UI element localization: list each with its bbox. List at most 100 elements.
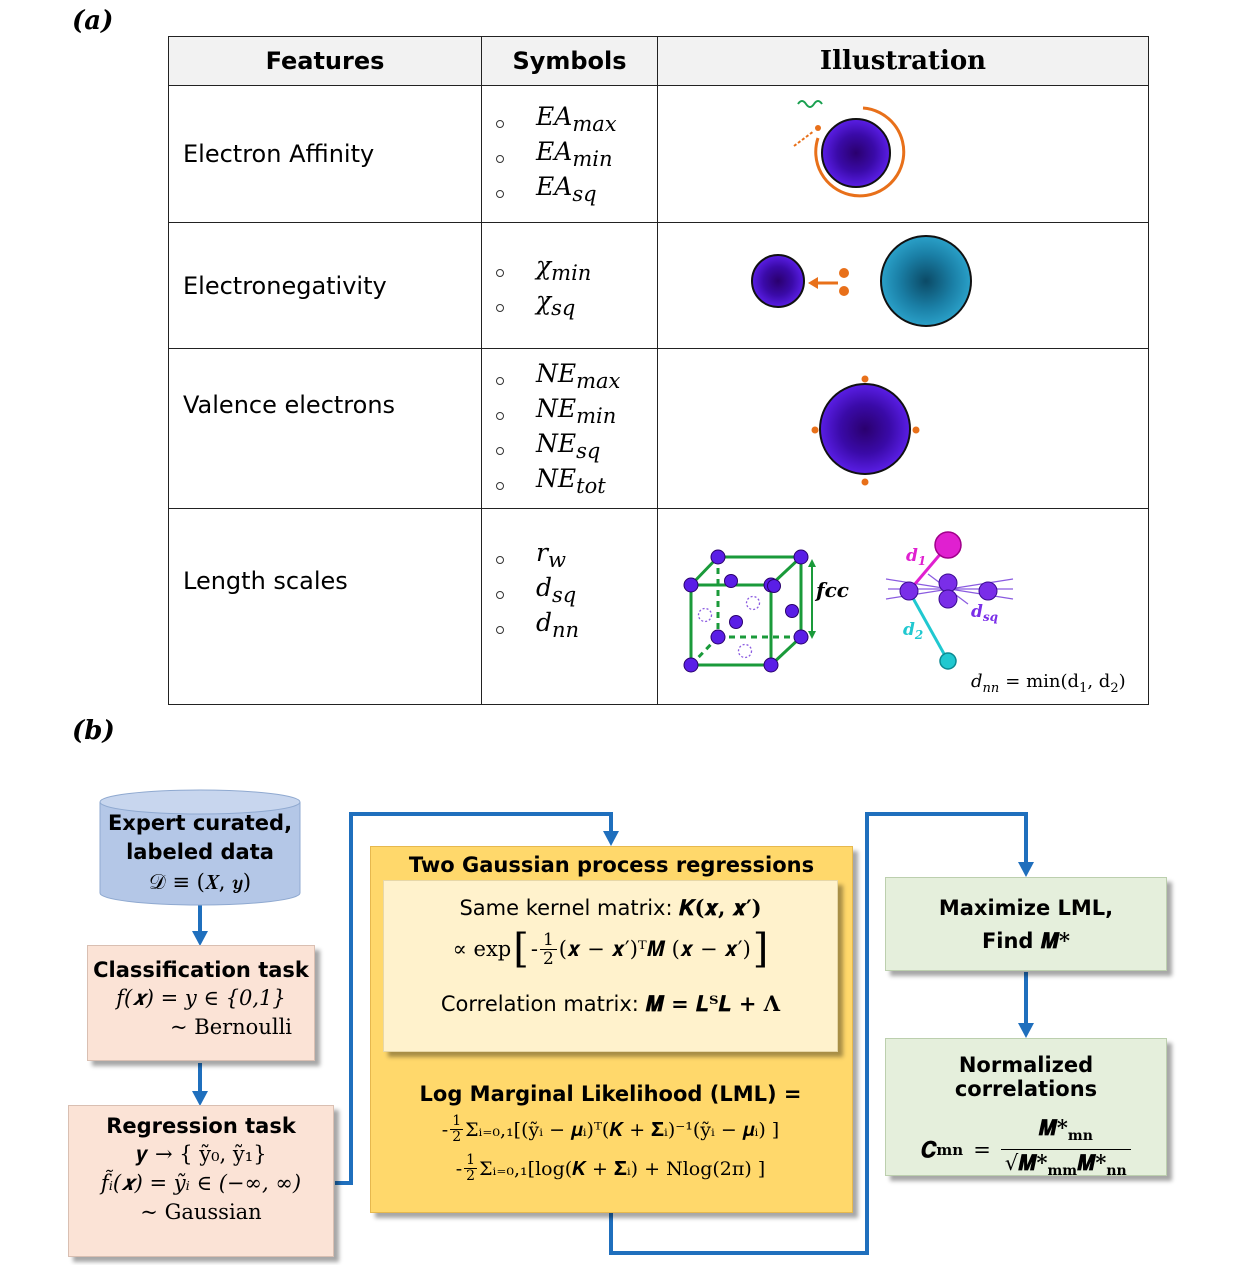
dnn-formula: dnn= min(d1, d2) bbox=[971, 671, 1126, 696]
square-net-atoms-icon bbox=[899, 573, 998, 609]
database-cylinder-icon bbox=[99, 789, 301, 906]
length-scales-illustration: fcc d1 d2 dsq dnn= m bbox=[683, 531, 1126, 696]
classification-formula: f(𝒙) = y ∈ {0,1} bbox=[116, 986, 286, 1010]
small-atom-icon bbox=[751, 254, 805, 308]
valence-illustration bbox=[811, 375, 920, 486]
bullet-icon bbox=[496, 269, 504, 277]
correlation-label: Correlation matrix: bbox=[440, 992, 646, 1016]
prop-body: (𝒙 − 𝒙′)ᵀ𝑴 (𝒙 − 𝒙′) bbox=[558, 936, 751, 961]
illustration-cell bbox=[657, 222, 1149, 349]
bullet-icon bbox=[496, 590, 504, 599]
bullet-icon bbox=[496, 482, 504, 490]
panel-label-b: (b) bbox=[72, 716, 115, 746]
header-features: Features bbox=[168, 36, 482, 86]
dsq-label: dsq bbox=[971, 602, 998, 624]
feature-name: Length scales bbox=[168, 508, 482, 705]
symbol-cell: χmin χsq bbox=[481, 222, 658, 349]
bullet-icon bbox=[496, 155, 504, 163]
arrow-regression-to-gpr bbox=[335, 812, 613, 1185]
illustration-cell bbox=[657, 348, 1149, 509]
regression-title: Regression task bbox=[106, 1114, 296, 1138]
header-symbols: Symbols bbox=[481, 36, 658, 86]
illustration-cell bbox=[657, 85, 1149, 223]
kernel-math: 𝑲(𝒙, 𝒙′) bbox=[679, 895, 762, 920]
correlation-math: 𝑴 = 𝑳ᵀ𝑳 + 𝚲 bbox=[645, 991, 781, 1016]
table-row: Electronegativity χmin χsq bbox=[168, 222, 1149, 349]
data-box: Expert curated, labeled data 𝒟 ≡ (𝑿, 𝒚) bbox=[100, 808, 300, 900]
symbol-item: NEmin bbox=[496, 394, 657, 429]
symbol-item: EAsq bbox=[496, 172, 657, 207]
kernel-label: Same kernel matrix: bbox=[459, 896, 680, 920]
regression-distribution: ~ Gaussian bbox=[140, 1200, 262, 1224]
arrow-head-icon bbox=[808, 277, 818, 289]
panel-label-a: (a) bbox=[72, 6, 114, 36]
illustration-cell: fcc d1 d2 dsq dnn= m bbox=[657, 508, 1149, 705]
arrow-head-icon bbox=[192, 931, 208, 946]
electron-icon bbox=[861, 375, 869, 383]
neighbor-atom-icon bbox=[939, 652, 957, 670]
lml-line1: - 1 2 Σᵢ₌₀,₁[(ỹᵢ − 𝝁ᵢ)ᵀ(𝑲 + 𝚺ᵢ)⁻¹(ỹᵢ − 𝝁… bbox=[441, 1113, 780, 1145]
normalized-title: Normalized correlations bbox=[954, 1053, 1098, 1101]
orbit-arc-icon bbox=[814, 106, 906, 198]
symbol-item: dnn bbox=[496, 607, 657, 642]
dashed-arrow-icon bbox=[793, 130, 815, 147]
fcc-label: fcc bbox=[814, 578, 849, 602]
electron-icon bbox=[839, 286, 849, 296]
electron-icon bbox=[861, 478, 869, 486]
arrow-head-icon bbox=[603, 831, 619, 846]
maximize-line1: Maximize LML, bbox=[938, 896, 1114, 920]
maximize-box: Maximize LML, Find 𝑴* bbox=[885, 877, 1167, 971]
electron-icon bbox=[912, 426, 920, 434]
bullet-icon bbox=[496, 190, 504, 198]
maximize-line2: Find 𝑴* bbox=[981, 928, 1071, 953]
photon-wave-icon bbox=[797, 100, 823, 108]
hidden-atoms-icon bbox=[697, 595, 761, 659]
feature-name: Valence electrons bbox=[168, 348, 482, 509]
electron-icon bbox=[811, 426, 819, 434]
half-fraction: 1 2 bbox=[450, 1113, 464, 1145]
data-box-line1: Expert curated, bbox=[107, 811, 293, 835]
bullet-icon bbox=[496, 412, 504, 420]
classification-box: Classification task f(𝒙) = y ∈ {0,1} ~ B… bbox=[87, 945, 315, 1061]
arrow-head-icon bbox=[808, 559, 816, 567]
large-atom-icon bbox=[880, 235, 972, 327]
bullet-icon bbox=[496, 377, 504, 385]
arrow-head-icon bbox=[1018, 862, 1034, 877]
correlation-line: Correlation matrix: 𝑴 = 𝑳ᵀ𝑳 + 𝚲 bbox=[384, 991, 837, 1017]
symbol-item: χmin bbox=[496, 251, 657, 286]
half-fraction: 1 2 bbox=[464, 1152, 478, 1184]
prop-lhs: ∝ exp bbox=[452, 937, 512, 961]
bullet-icon bbox=[496, 120, 504, 128]
features-table: Features Symbols Illustration Electron A… bbox=[168, 36, 1149, 705]
electronegativity-illustration bbox=[751, 235, 972, 327]
table-row: Valence electrons NEmax NEmin NEsq NEtot bbox=[168, 348, 1149, 509]
fcc-atoms-icon bbox=[683, 549, 809, 673]
electron-affinity-illustration bbox=[793, 100, 906, 198]
symbol-item: EAmin bbox=[496, 137, 657, 172]
electron-icon bbox=[839, 268, 849, 278]
data-box-formula: 𝒟 ≡ (𝑿, 𝒚) bbox=[148, 870, 252, 894]
symbol-item: NEsq bbox=[496, 429, 657, 464]
half-fraction: 1 2 bbox=[539, 931, 557, 968]
lml-line2: - 1 2 Σᵢ₌₀,₁[log(𝑲 + 𝚺ᵢ) + Nlog(2π) ] bbox=[455, 1152, 766, 1184]
arrow-gpr-to-maximize bbox=[609, 812, 1028, 1255]
electron-icon bbox=[815, 125, 821, 131]
classification-distribution: ~ Bernoulli bbox=[169, 1015, 292, 1039]
feature-name: Electronegativity bbox=[168, 222, 482, 349]
symbol-item: rw bbox=[496, 537, 657, 572]
regression-formula-1: 𝒚 → { ỹ₀, ỹ₁} bbox=[135, 1142, 267, 1166]
table-row: Length scales rw dsq dnn bbox=[168, 508, 1149, 705]
arrow-head-icon bbox=[808, 631, 816, 639]
classification-title: Classification task bbox=[93, 958, 309, 982]
atom-icon bbox=[821, 118, 891, 188]
neighbor-atom-icon bbox=[934, 531, 962, 559]
table-header-row: Features Symbols Illustration bbox=[168, 36, 1149, 86]
regression-box: Regression task 𝒚 → { ỹ₀, ỹ₁} f̃ᵢ(𝒙) = ỹ… bbox=[68, 1105, 334, 1257]
atom-icon bbox=[819, 383, 911, 475]
d2-bond-icon bbox=[907, 590, 950, 662]
regression-formula-2: f̃ᵢ(𝒙) = ỹᵢ ∈ (−∞, ∞) bbox=[100, 1171, 302, 1195]
bullet-icon bbox=[496, 625, 504, 634]
lml-title: Log Marginal Likelihood (LML) = bbox=[419, 1082, 802, 1106]
minus-sign: - bbox=[530, 937, 538, 961]
